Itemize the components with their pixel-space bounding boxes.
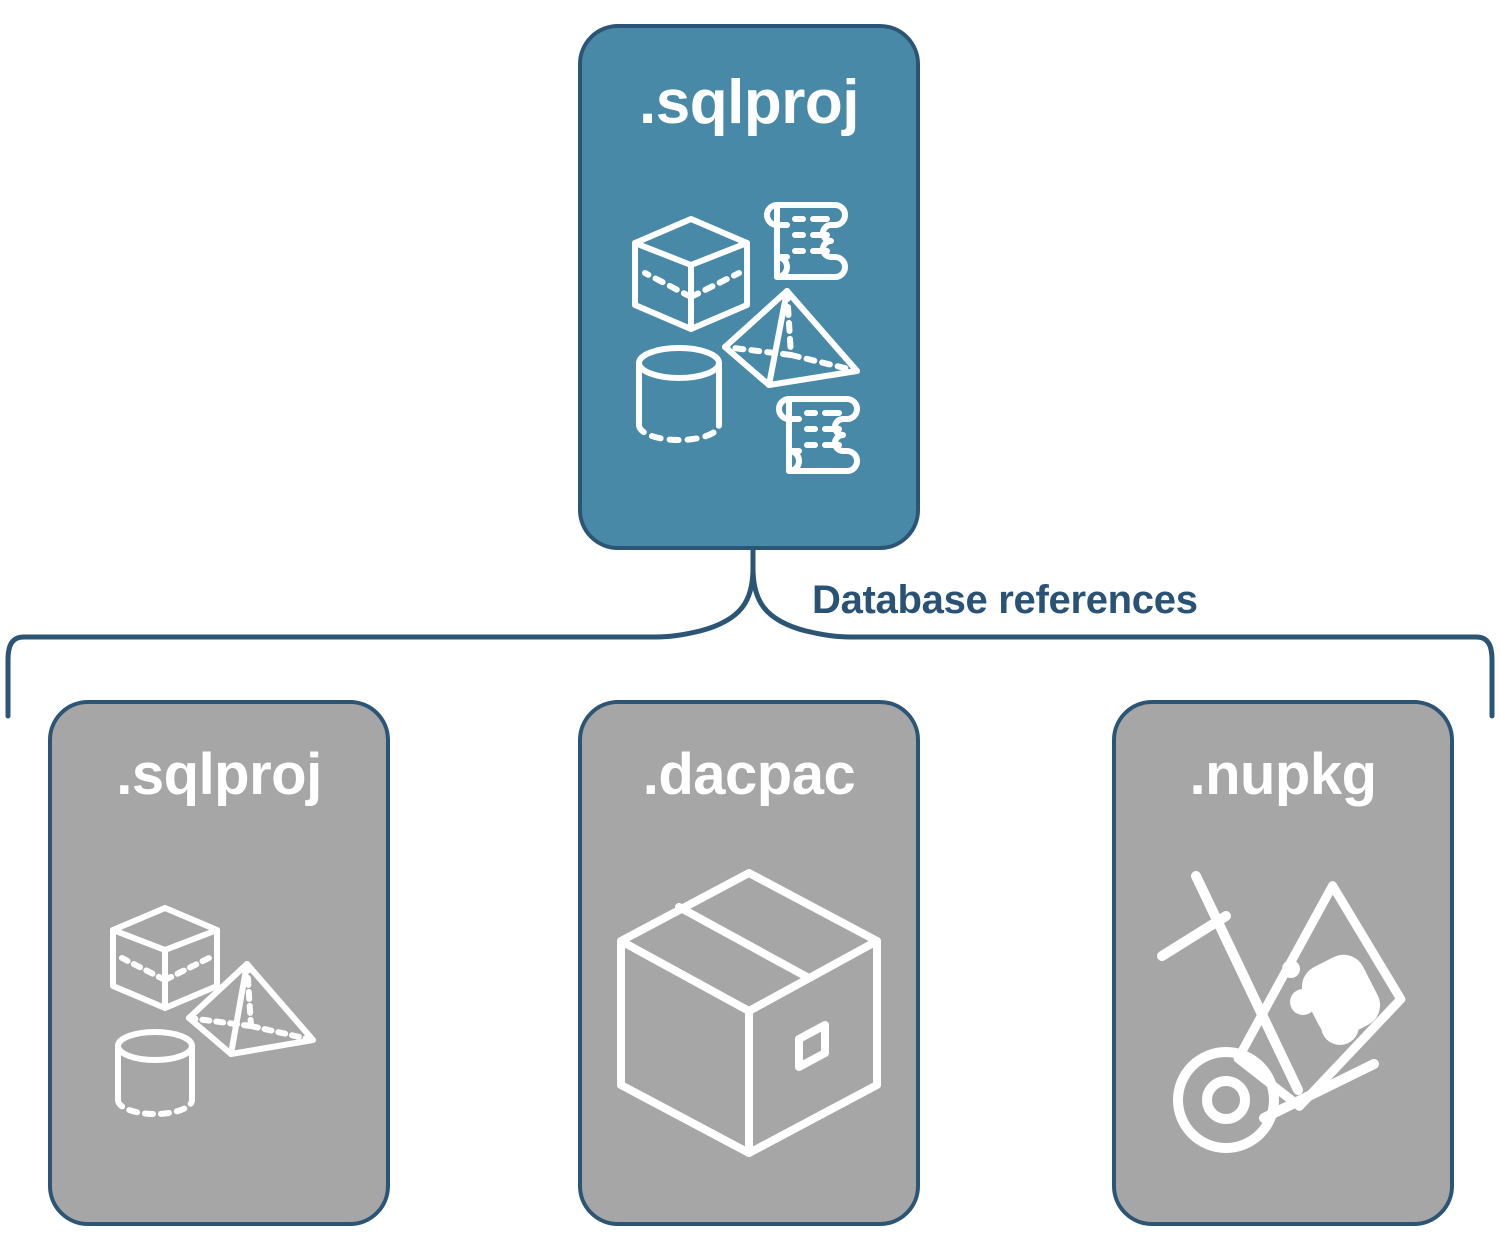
card-root-sqlproj[interactable]: .sqlproj (578, 24, 920, 550)
wireframe-pyramid-icon (186, 961, 316, 1057)
card-child-nupkg-title: .nupkg (1189, 742, 1377, 807)
card-child-dacpac-title: .dacpac (642, 742, 856, 807)
card-child-dacpac-artwork (582, 804, 916, 1222)
scroll-script-icon-top (764, 202, 848, 280)
root-icon-group (632, 202, 860, 474)
card-child-dacpac[interactable]: .dacpac (578, 700, 920, 1226)
child-nupkg-icon-group (1157, 871, 1406, 1153)
nuget-glyph (1282, 954, 1381, 1045)
hand-truck-package-icon (1157, 871, 1406, 1153)
card-child-nupkg[interactable]: .nupkg (1112, 700, 1454, 1226)
wireframe-cylinder-icon (636, 345, 722, 443)
wireframe-cube-icon (110, 905, 220, 1011)
hand-truck-wheel (1173, 1047, 1279, 1153)
connector-label: Database references (812, 578, 1198, 622)
card-child-sqlproj-title: .sqlproj (116, 742, 322, 807)
wireframe-pyramid-icon (722, 288, 860, 388)
card-root-artwork (582, 134, 916, 546)
card-child-sqlproj-artwork (52, 804, 386, 1222)
wireframe-cube-icon (632, 216, 750, 332)
card-child-nupkg-artwork (1116, 804, 1450, 1222)
shipping-box-icon (617, 869, 881, 1157)
card-child-sqlproj[interactable]: .sqlproj (48, 700, 390, 1226)
scroll-script-icon-bottom (776, 396, 860, 474)
wireframe-cylinder-icon (115, 1029, 195, 1117)
card-root-title: .sqlproj (639, 68, 859, 137)
package-crate (1233, 881, 1406, 1111)
child-sqlproj-icon-group (110, 905, 316, 1117)
child-dacpac-icon-group (617, 869, 881, 1157)
